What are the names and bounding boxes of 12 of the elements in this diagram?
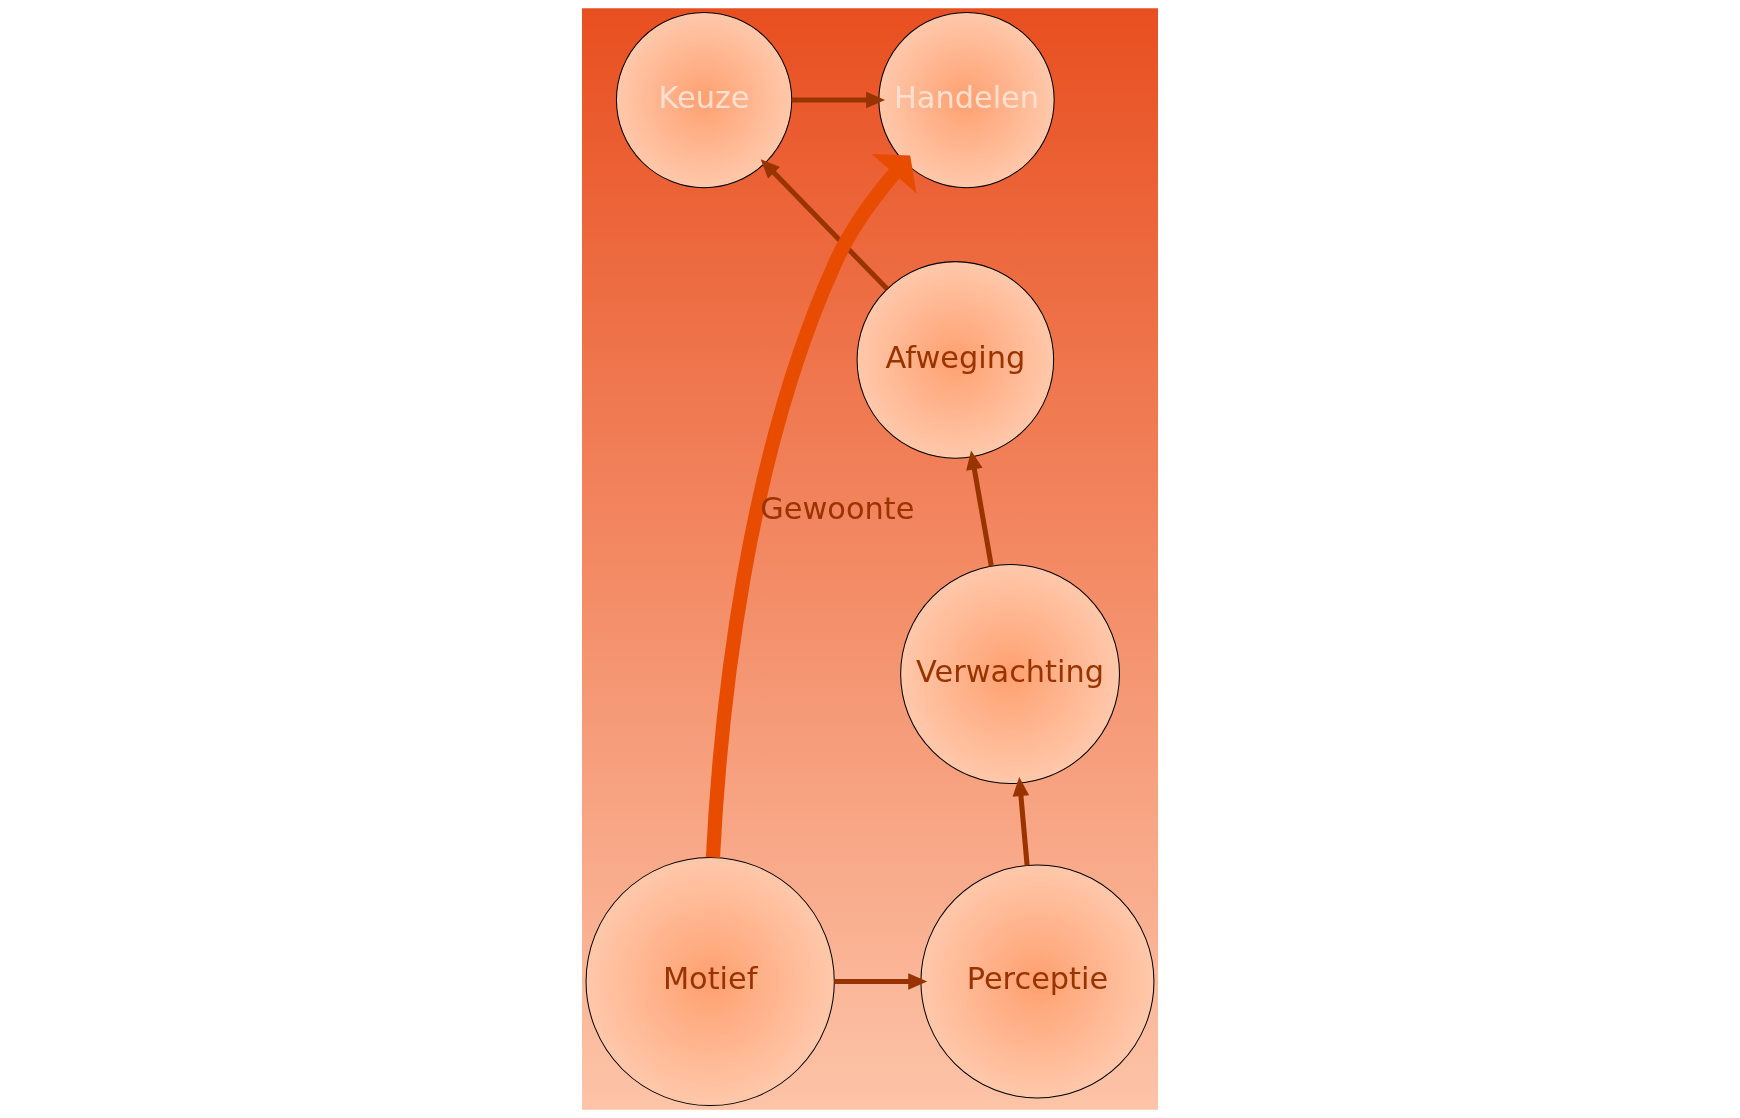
- arrow: [760, 159, 889, 291]
- node-circle: Perceptie: [920, 864, 1155, 1099]
- node-circle: Verwachting: [900, 564, 1120, 784]
- arrow: [705, 154, 917, 858]
- arrow: [834, 973, 928, 990]
- node-circle: Afweging: [856, 261, 1055, 459]
- node-circle: Handelen: [878, 11, 1055, 189]
- arrow: [1012, 777, 1030, 866]
- arrow: [966, 450, 994, 567]
- node-circle: Keuze: [615, 11, 793, 189]
- arrow: [791, 91, 886, 109]
- node-circle: Motief: [585, 856, 835, 1107]
